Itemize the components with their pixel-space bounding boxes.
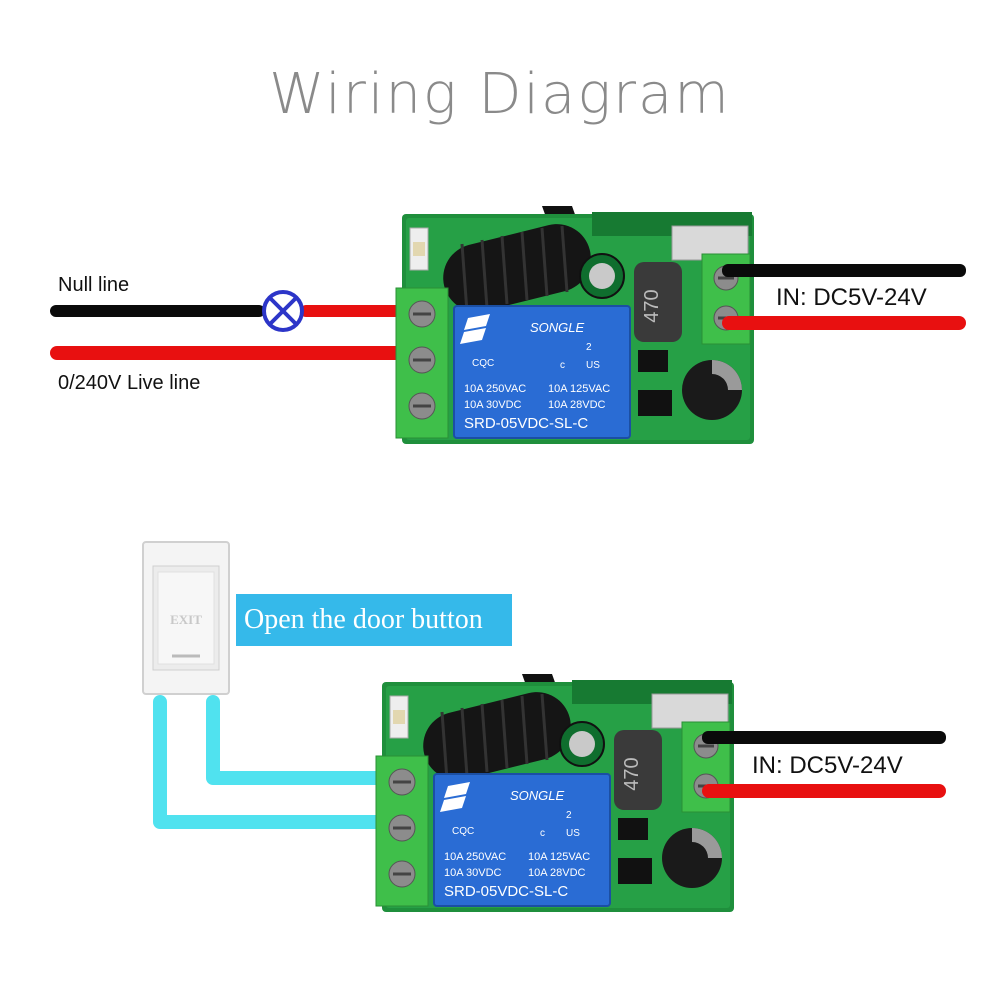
relay-rating-4: 10A 28VDC — [528, 867, 586, 879]
relay-rating-3: 10A 30VDC — [444, 867, 502, 879]
dc-input-red-wire-bottom — [702, 784, 946, 798]
relay-rating-1: 10A 250VAC — [444, 851, 506, 863]
exit-text: EXIT — [170, 612, 202, 627]
relay-brand: SONGLE — [510, 788, 565, 803]
open-door-button-label: Open the door button — [236, 594, 512, 646]
null-line-wire — [50, 305, 265, 317]
relay-ul-us: US — [566, 828, 580, 839]
relay-model: SRD-05VDC-SL-C — [444, 883, 568, 900]
null-line-label: Null line — [58, 274, 130, 296]
relay-rating-2: 10A 125VAC — [548, 383, 610, 395]
dc-input-label-top: IN: DC5V-24V — [776, 284, 927, 311]
relay-model: SRD-05VDC-SL-C — [464, 415, 588, 432]
dc-input-black-wire-bottom — [702, 731, 946, 744]
live-line-label: 0/240V Live line — [58, 372, 201, 394]
relay-cqc-mark: CQC — [472, 358, 494, 369]
lamp-icon — [262, 290, 304, 332]
relay-ul-num: 2 — [566, 810, 572, 821]
cyan-wire-2 — [153, 695, 412, 829]
relay-rating-2: 10A 125VAC — [528, 851, 590, 863]
dc-input-red-wire-top — [722, 316, 966, 330]
relay-ul-us: US — [586, 360, 600, 371]
relay-brand: SONGLE — [530, 320, 585, 335]
dc-input-black-wire-top — [722, 264, 966, 277]
dc-input-label-bottom: IN: DC5V-24V — [752, 752, 903, 779]
relay-ul-c: c — [540, 828, 545, 839]
relay-ul-c: c — [560, 360, 565, 371]
relay-rating-1: 10A 250VAC — [464, 383, 526, 395]
relay-ul-num: 2 — [586, 342, 592, 353]
relay-texts-top: SONGLE CQC c 2 US 10A 250VAC 10A 125VAC … — [464, 320, 610, 432]
diagram-title: Wiring Diagram — [269, 62, 731, 127]
cyan-wire-1 — [206, 695, 412, 785]
relay-cqc-mark: CQC — [452, 826, 474, 837]
live-line-wire — [50, 346, 430, 360]
exit-button-icon — [142, 541, 230, 695]
relay-rating-4: 10A 28VDC — [548, 399, 606, 411]
relay-rating-3: 10A 30VDC — [464, 399, 522, 411]
relay-texts-bottom: SONGLE CQC c 2 US 10A 250VAC 10A 125VAC … — [444, 788, 590, 900]
